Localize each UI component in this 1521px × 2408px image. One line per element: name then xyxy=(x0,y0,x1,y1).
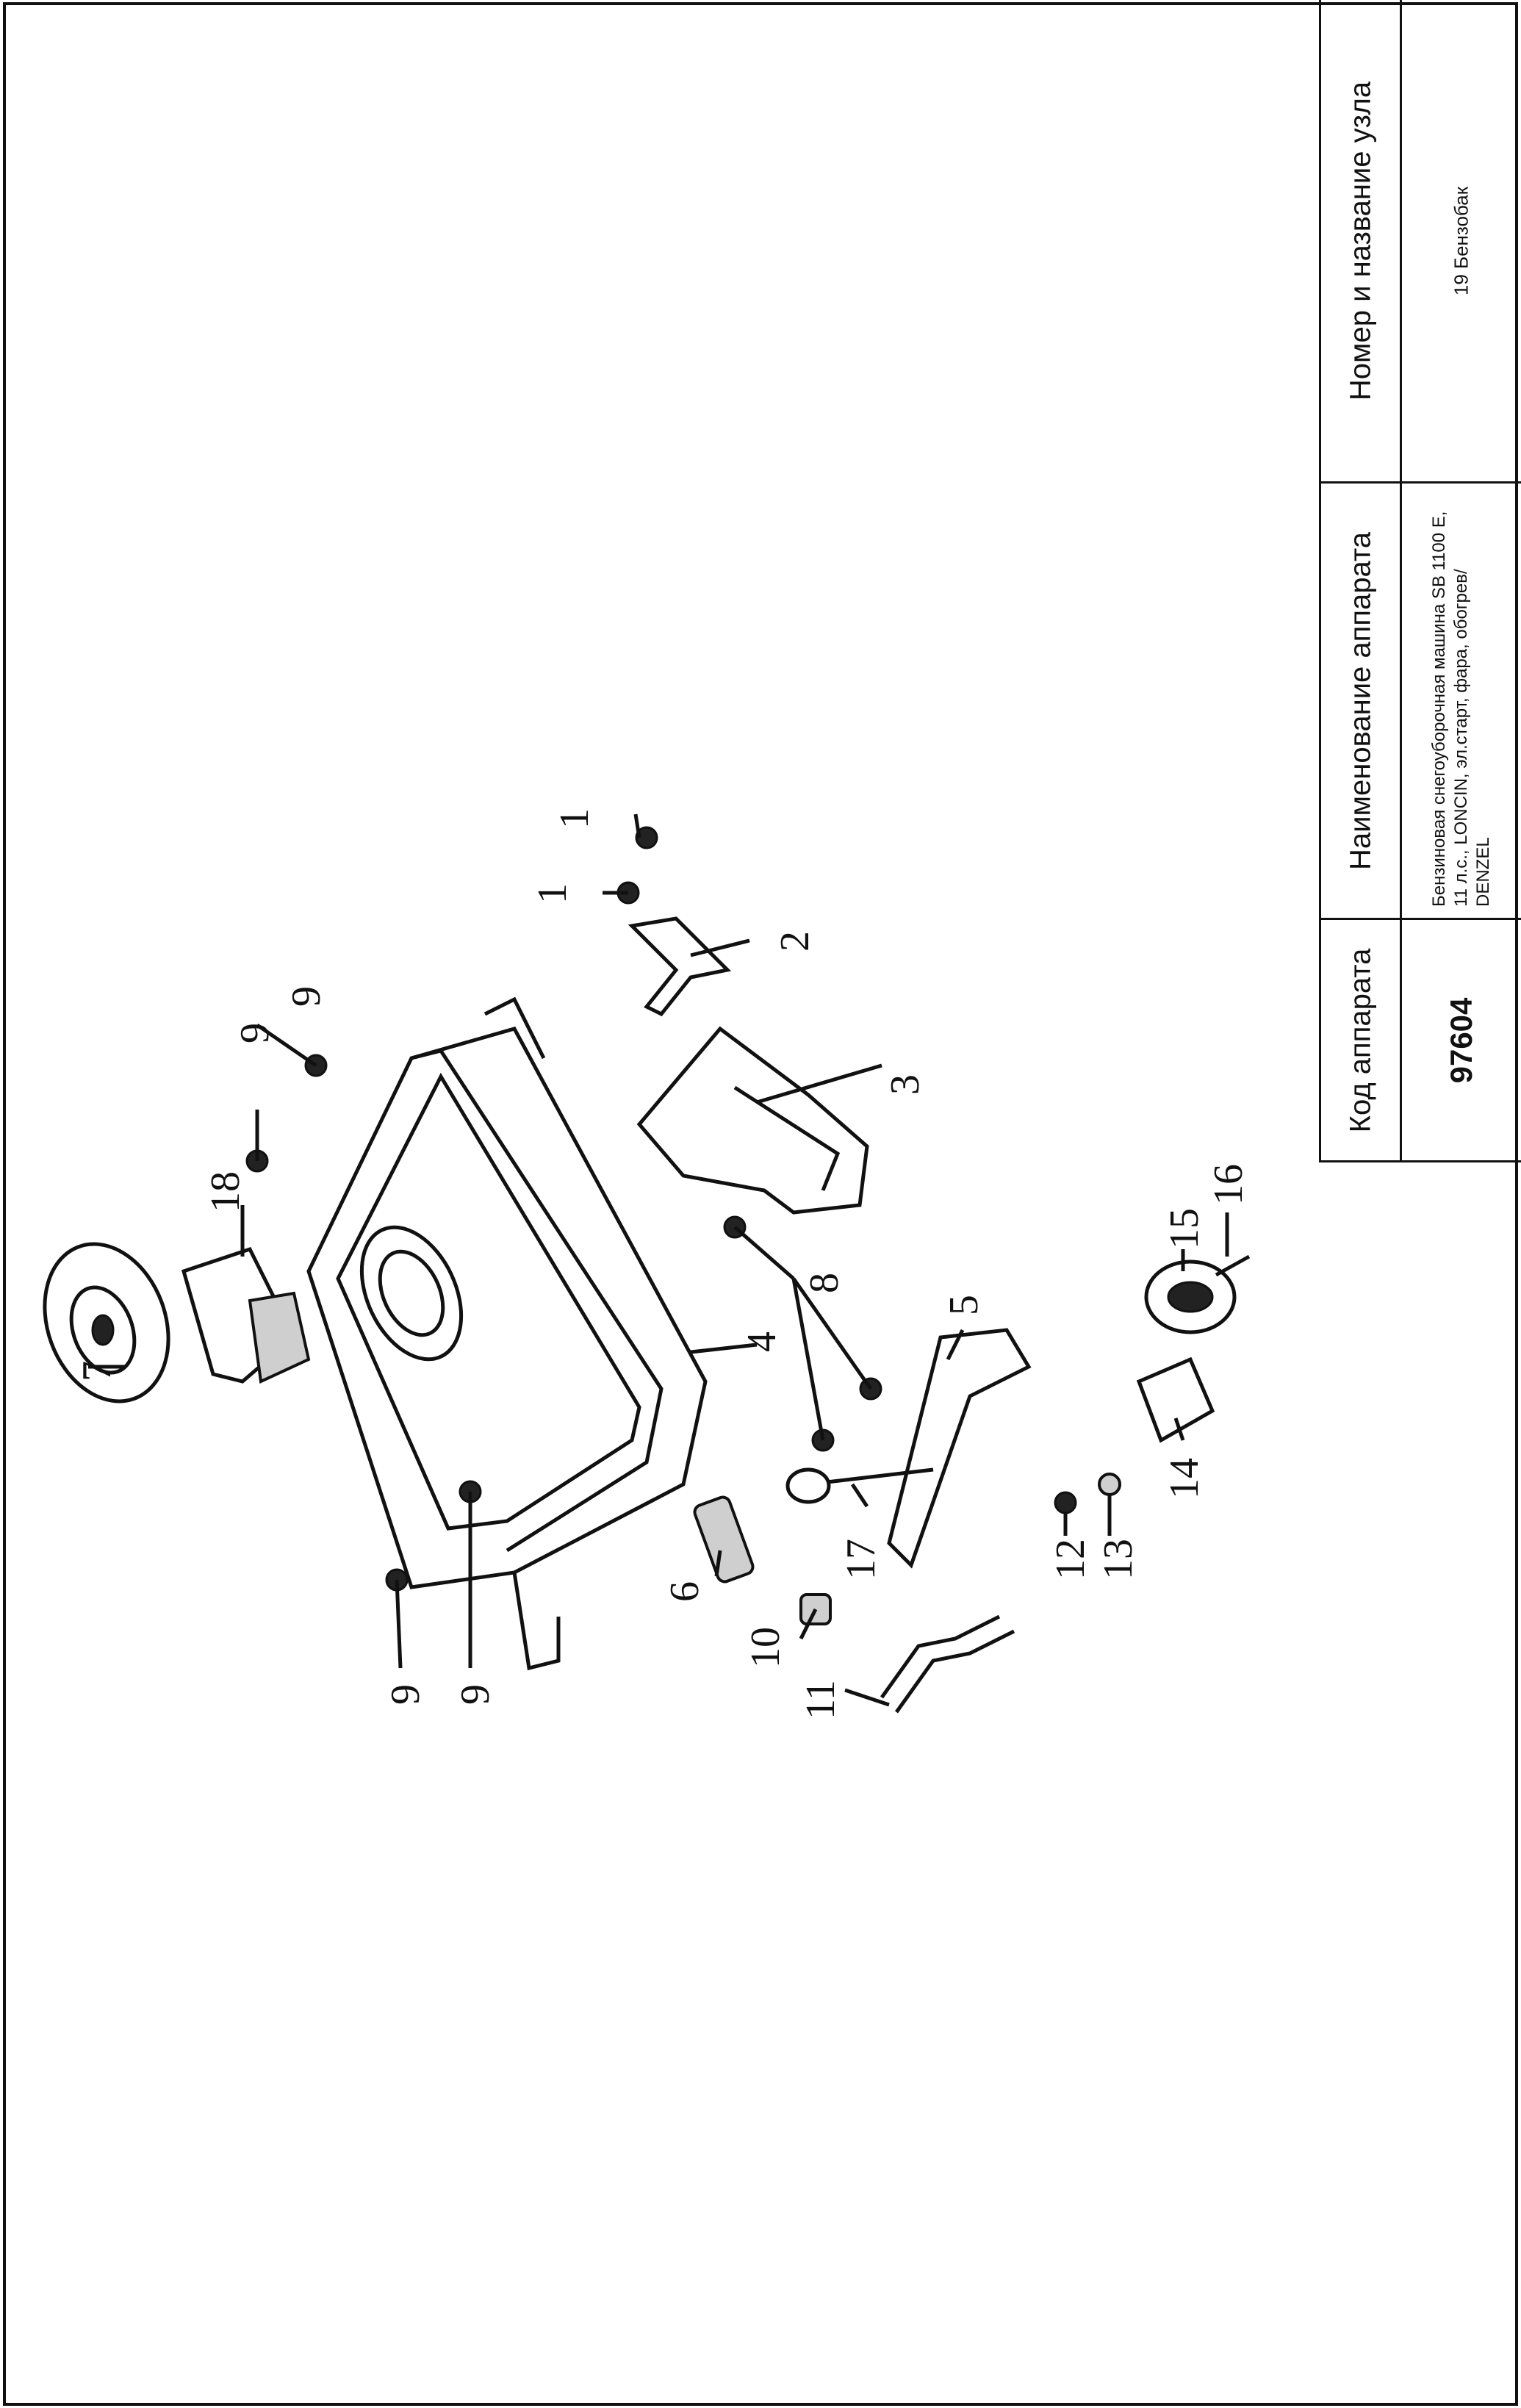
valve-6 xyxy=(693,1495,755,1584)
callout-15: 15 xyxy=(1162,1208,1207,1249)
callout-1b: 1 xyxy=(530,883,575,904)
callout-2: 2 xyxy=(772,931,818,952)
callout-labels: 1 1 2 3 4 5 6 7 8 9 9 9 9 10 11 12 13 14… xyxy=(74,808,1251,1719)
code-value-cell: 97604 xyxy=(1402,920,1521,1162)
callout-1a: 1 xyxy=(552,808,597,829)
code-header: Код аппарата xyxy=(1344,948,1376,1132)
name-header: Наименование аппарата xyxy=(1344,531,1376,870)
rod-17 xyxy=(785,1467,934,1504)
title-block-header-column: Номер и название узла Наименование аппар… xyxy=(1319,0,1400,1162)
bracket-5 xyxy=(887,1328,1032,1569)
callout-6: 6 xyxy=(662,1581,708,1602)
callout-4: 4 xyxy=(739,1331,785,1352)
title-block: Номер и название узла Наименование аппар… xyxy=(1319,0,1521,1162)
knob-15 xyxy=(1144,1259,1237,1334)
fuel-hose-11 xyxy=(880,1614,1015,1714)
node-header: Номер и название узла xyxy=(1344,81,1376,400)
fuel-valve-14 xyxy=(1136,1356,1215,1443)
bracket-2 xyxy=(628,916,732,1017)
callout-5: 5 xyxy=(941,1295,987,1315)
name-value: Бензиновая снегоуборочная машина SB 1100… xyxy=(1429,511,1493,907)
callout-8: 8 xyxy=(802,1273,847,1293)
callout-14: 14 xyxy=(1162,1458,1207,1499)
callout-9b: 9 xyxy=(232,1023,278,1043)
callout-12: 12 xyxy=(1048,1539,1093,1580)
node-value-cell: 19 Бензобак xyxy=(1402,0,1521,484)
code-header-cell: Код аппарата xyxy=(1321,920,1400,1162)
node-header-cell: Номер и название узла xyxy=(1321,0,1400,484)
callout-9a: 9 xyxy=(284,986,329,1007)
node-value: 19 Бензобак xyxy=(1450,186,1473,295)
fuel-cap xyxy=(43,1242,170,1404)
drawing-sheet xyxy=(3,2,1518,2406)
callout-11: 11 xyxy=(798,1680,844,1719)
callout-9d: 9 xyxy=(453,1684,498,1705)
callout-10: 10 xyxy=(743,1627,788,1668)
exploded-parts-diagram: 1 1 2 3 4 5 6 7 8 9 9 9 9 10 11 12 13 14… xyxy=(43,808,1251,1719)
pin-16 xyxy=(1215,1254,1251,1277)
callout-7: 7 xyxy=(74,1361,120,1381)
callout-3: 3 xyxy=(882,1074,928,1095)
name-value-cell: Бензиновая снегоуборочная машина SB 1100… xyxy=(1402,484,1521,920)
callout-16: 16 xyxy=(1206,1164,1251,1205)
bracket-3 xyxy=(636,1026,869,1215)
callout-18: 18 xyxy=(203,1171,248,1212)
callout-13: 13 xyxy=(1096,1539,1141,1580)
fuel-tank xyxy=(306,996,708,1671)
fuel-filter xyxy=(181,1246,311,1384)
code-value: 97604 xyxy=(1444,997,1478,1083)
leader-lines xyxy=(88,813,1229,1707)
title-block-value-column: 19 Бензобак Бензиновая снегоуборочная ма… xyxy=(1400,0,1521,1162)
washer-12-nut-13 xyxy=(1054,1473,1121,1514)
callout-9c: 9 xyxy=(383,1684,428,1705)
name-header-cell: Наименование аппарата xyxy=(1321,484,1400,920)
callout-17: 17 xyxy=(838,1539,884,1580)
